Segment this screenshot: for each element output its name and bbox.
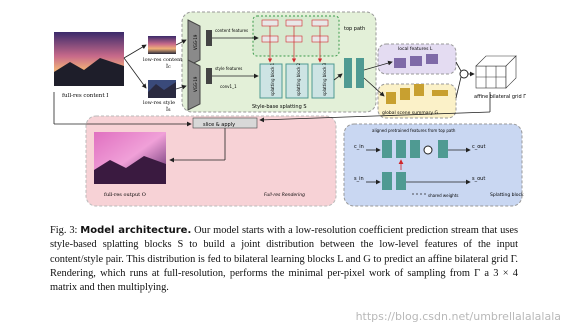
- top-path-blocks: [261, 19, 329, 63]
- low-res-style-label: low-res style: [143, 100, 175, 106]
- splatting-block-1: [259, 63, 283, 99]
- figure-caption: Fig. 3: Model architecture. Our model st…: [50, 224, 518, 295]
- splatting-label-3: splatting block 3: [322, 62, 327, 96]
- style-base-label: Style-base splatting S: [252, 104, 307, 110]
- vgg-top-block: [187, 19, 201, 67]
- s-in-label: s_in: [354, 176, 364, 182]
- global-summary-cubes: [386, 84, 448, 104]
- local-features-label: local features L: [398, 46, 433, 52]
- conv-block-2: [356, 58, 364, 88]
- splatting-block-label: Splatting block: [490, 192, 524, 198]
- low-res-style-sym: Ĩs: [166, 105, 171, 113]
- splatting-label-1: splatting block 1: [270, 62, 275, 96]
- watermark: https://blog.csdn.net/umbrellalalalala: [355, 310, 561, 323]
- splatting-label-2: splatting block 2: [296, 62, 301, 96]
- detail-conv-top-3: [410, 140, 420, 158]
- detail-conv-bottom-1: [382, 172, 392, 190]
- shared-weights-label: shared weights: [428, 193, 458, 198]
- figure-title: Model architecture.: [80, 225, 192, 236]
- detail-title: aligned pretrained features from top pat…: [372, 128, 456, 133]
- low-res-content-label: low-res content: [143, 57, 182, 63]
- low-res-content-image: [148, 36, 176, 54]
- detail-plus-node: [423, 145, 433, 155]
- output-label: full-res output O: [104, 192, 146, 198]
- detail-conv-top-1: [382, 140, 392, 158]
- affine-grid-label: affine bilateral grid Γ: [474, 94, 526, 100]
- figure-body: Our model starts with a low-resolution c…: [50, 225, 518, 294]
- figure-number: Fig. 3:: [50, 225, 78, 236]
- local-feature-cubes: [394, 54, 438, 68]
- splatting-block-2: [285, 63, 309, 99]
- vgg-top-label: VGG-19: [193, 34, 198, 50]
- content-features-label: content features: [215, 28, 248, 33]
- full-res-content-label: full-res content I: [62, 93, 108, 99]
- affine-grid-cube: [475, 55, 517, 89]
- conv-block-1: [344, 58, 352, 88]
- c-out-label: c_out: [472, 144, 485, 150]
- global-summary-label: global scene summary G: [382, 110, 438, 116]
- s-out-label: s_out: [472, 176, 485, 182]
- conv-label: conv1_1: [220, 84, 237, 89]
- detail-conv-top-2: [396, 140, 406, 158]
- low-res-content-sym: Ĩc: [166, 62, 171, 70]
- style-features-label: style features: [215, 66, 242, 71]
- fusion-node: [459, 69, 469, 79]
- content-features-block: [206, 30, 212, 46]
- detail-conv-bottom-2: [396, 172, 406, 190]
- style-features-block: [206, 68, 212, 84]
- detail-conv-top-4: [438, 140, 448, 158]
- top-path-label: top path: [344, 26, 365, 32]
- vgg-bottom-label: VGG-19: [193, 76, 198, 92]
- slice-apply-label: slice & apply: [203, 122, 235, 128]
- splatting-block-3: [311, 63, 335, 99]
- vgg-bottom-block: [187, 59, 201, 111]
- rendering-label: Full-res Rendering: [264, 192, 305, 198]
- c-in-label: c_in: [354, 144, 364, 150]
